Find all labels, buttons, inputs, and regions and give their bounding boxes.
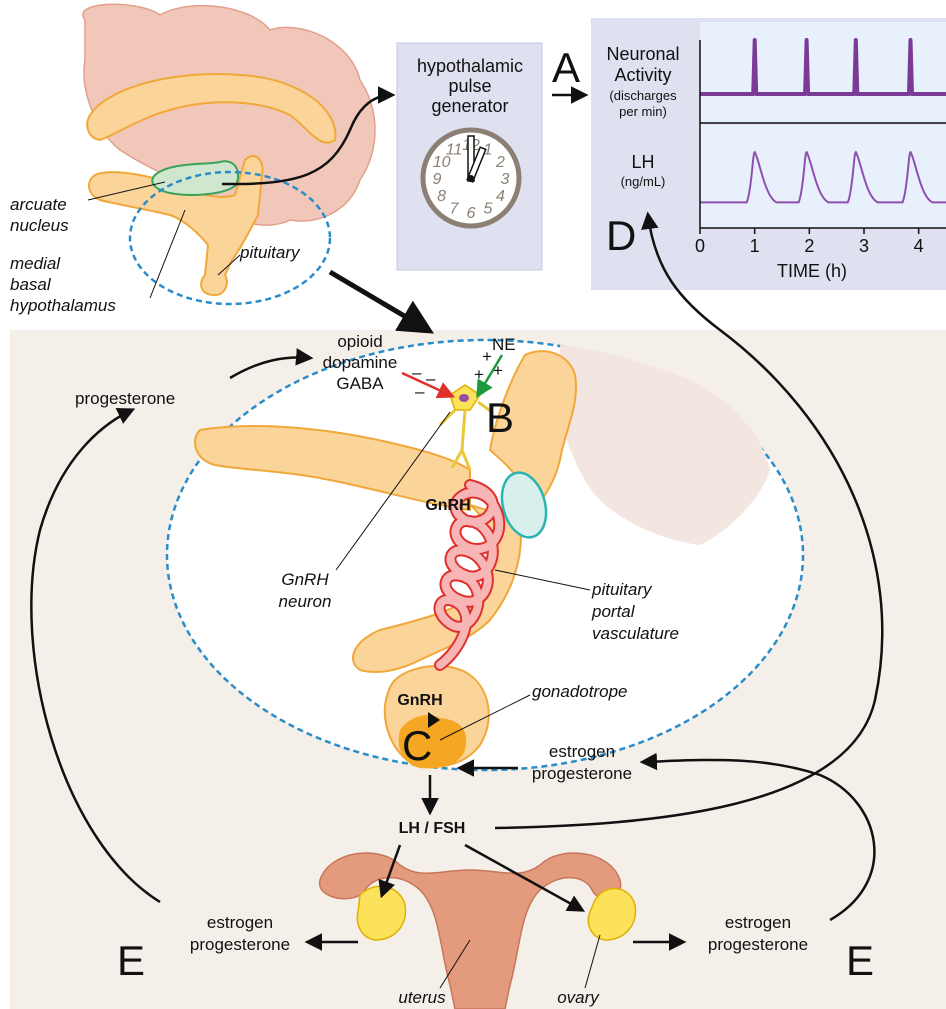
dopamine-label: dopamine xyxy=(323,353,398,372)
estrogen-right-label: estrogen xyxy=(725,913,791,932)
clock-number: 11 xyxy=(446,142,463,159)
x-tick-label: 1 xyxy=(750,236,760,256)
progesterone-mid-label: progesterone xyxy=(532,764,632,783)
letter-e-right: E xyxy=(846,937,874,984)
progesterone-left-label: progesterone xyxy=(190,935,290,954)
svg-text:nucleus: nucleus xyxy=(10,216,69,235)
arcuate-label: arcuate nucleus xyxy=(10,195,69,235)
clock-number: 5 xyxy=(484,200,493,217)
zoom-arrow xyxy=(330,272,428,330)
progesterone-top-label: progesterone xyxy=(75,389,175,408)
svg-text:(ng/mL): (ng/mL) xyxy=(621,174,666,189)
clock-number: 6 xyxy=(467,205,476,222)
brain-illustration xyxy=(83,4,375,304)
svg-text:per min): per min) xyxy=(619,104,667,119)
letter-b: B xyxy=(486,394,514,441)
minus-sign-3: – xyxy=(415,382,425,401)
svg-text:portal: portal xyxy=(591,602,636,621)
clock-number: 8 xyxy=(437,188,446,205)
gnrh-bottom-label: GnRH xyxy=(397,692,442,709)
gonadotrope-label: gonadotrope xyxy=(532,682,627,701)
clock-number: 2 xyxy=(495,154,505,171)
opioid-label: opioid xyxy=(337,332,382,351)
svg-text:pulse: pulse xyxy=(448,76,491,96)
letter-a: A xyxy=(552,44,580,91)
lh-fsh-label: LH / FSH xyxy=(399,820,466,837)
clock-number: 7 xyxy=(450,200,460,217)
svg-text:hypothalamus: hypothalamus xyxy=(10,296,116,315)
letter-e-left: E xyxy=(117,937,145,984)
svg-text:neuron: neuron xyxy=(279,592,332,611)
svg-text:generator: generator xyxy=(431,96,508,116)
x-tick-label: 0 xyxy=(695,236,705,256)
plus-sign-1: + xyxy=(482,347,492,366)
svg-text:vasculature: vasculature xyxy=(592,624,679,643)
ne-label: NE xyxy=(492,335,516,354)
clock-icon: 121234567891011 xyxy=(423,130,519,226)
svg-text:(discharges: (discharges xyxy=(609,88,677,103)
pituitary-label: pituitary xyxy=(239,243,301,262)
letter-d: D xyxy=(606,212,636,259)
ovary-label: ovary xyxy=(557,988,600,1007)
clock-number: 9 xyxy=(433,171,442,188)
svg-text:LH: LH xyxy=(631,152,654,172)
letter-c: C xyxy=(402,722,432,769)
gaba-label: GABA xyxy=(336,374,384,393)
medial-basal-label: medial basal hypothalamus xyxy=(10,254,116,315)
chart-x-title: TIME (h) xyxy=(777,261,847,281)
svg-text:pituitary: pituitary xyxy=(591,580,653,599)
x-tick-label: 3 xyxy=(859,236,869,256)
svg-text:Activity: Activity xyxy=(614,65,671,85)
plus-sign-2: + xyxy=(474,365,484,384)
progesterone-right-label: progesterone xyxy=(708,935,808,954)
chart-plot-bottom xyxy=(700,125,946,228)
svg-text:arcuate: arcuate xyxy=(10,195,67,214)
svg-text:basal: basal xyxy=(10,275,52,294)
clock-number: 3 xyxy=(501,171,510,188)
svg-text:medial: medial xyxy=(10,254,61,273)
x-tick-label: 4 xyxy=(914,236,924,256)
svg-text:Neuronal: Neuronal xyxy=(606,44,679,64)
svg-text:GnRH: GnRH xyxy=(281,570,329,589)
estrogen-left-label: estrogen xyxy=(207,913,273,932)
gnrh-top-label: GnRH xyxy=(425,497,470,514)
x-tick-label: 2 xyxy=(804,236,814,256)
estrogen-mid-label: estrogen xyxy=(549,742,615,761)
clock-number: 4 xyxy=(496,188,505,205)
uterus-label: uterus xyxy=(398,988,446,1007)
pulse-generator-title: hypothalamic xyxy=(417,56,523,76)
